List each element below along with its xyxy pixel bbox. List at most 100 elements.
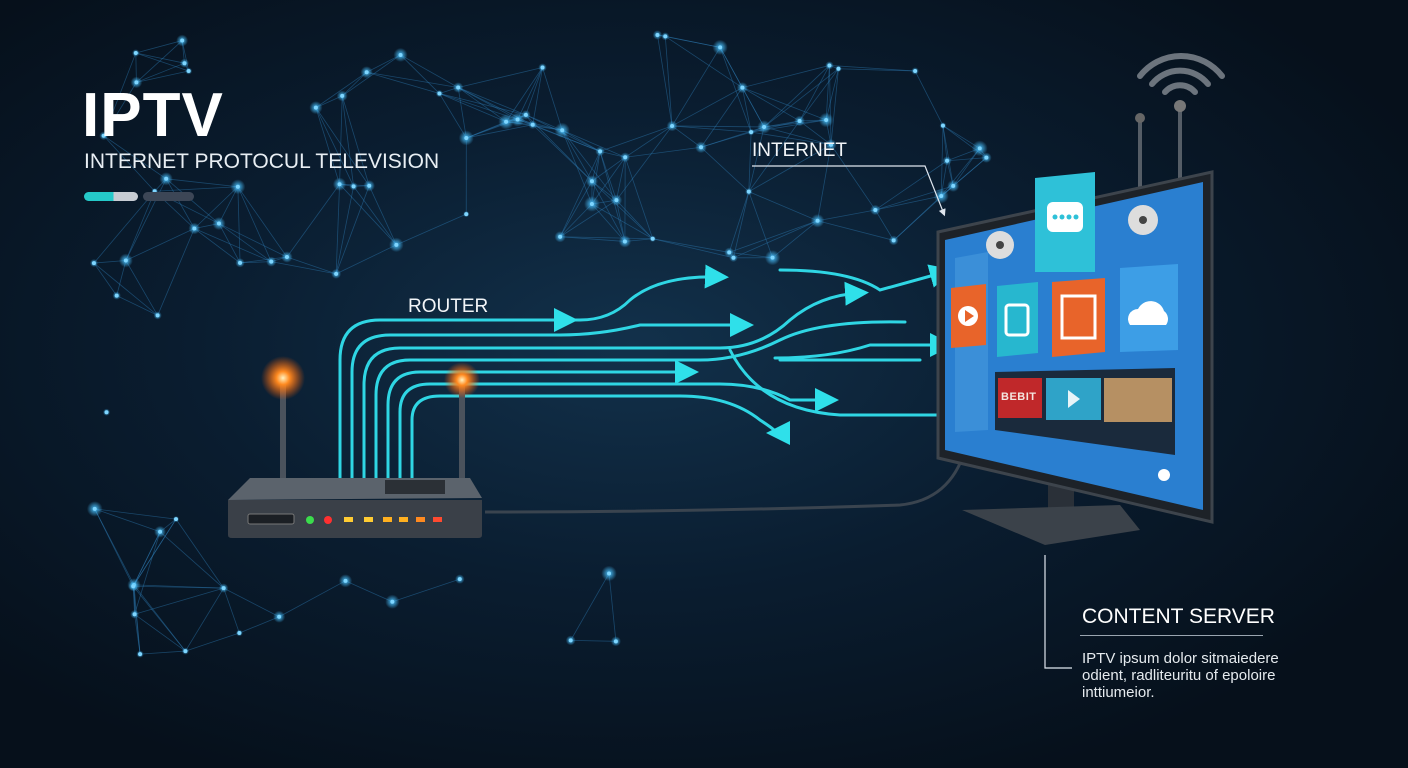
network-node-core bbox=[504, 119, 509, 124]
network-link bbox=[525, 67, 543, 116]
network-node-core bbox=[284, 255, 289, 260]
network-link bbox=[657, 34, 673, 127]
network-link bbox=[700, 146, 750, 192]
network-link bbox=[400, 54, 440, 94]
network-link bbox=[763, 65, 830, 128]
chat-icon bbox=[1047, 202, 1083, 232]
network-link bbox=[616, 200, 626, 242]
network-link bbox=[132, 586, 141, 655]
network-link bbox=[218, 223, 288, 258]
network-link bbox=[286, 183, 340, 258]
network-link bbox=[135, 40, 183, 54]
router-label: ROUTER bbox=[408, 296, 489, 317]
network-link bbox=[175, 518, 224, 589]
network-node-core bbox=[939, 194, 944, 199]
network-link bbox=[742, 87, 827, 121]
wifi-icon bbox=[1137, 52, 1225, 95]
network-link bbox=[947, 157, 987, 162]
network-node-core bbox=[540, 65, 545, 70]
network-node-core bbox=[718, 45, 723, 50]
network-node-core bbox=[101, 133, 106, 138]
network-link bbox=[218, 223, 241, 264]
video-thumbnail bbox=[998, 378, 1042, 418]
network-link bbox=[728, 191, 750, 253]
network-link bbox=[599, 151, 617, 201]
network-link bbox=[532, 124, 601, 152]
network-link bbox=[134, 613, 186, 652]
network-node-core bbox=[340, 93, 345, 98]
network-link bbox=[439, 93, 526, 116]
network-link bbox=[624, 157, 654, 239]
network-link bbox=[135, 52, 189, 72]
network-node-core bbox=[133, 51, 138, 56]
network-link bbox=[562, 129, 626, 158]
network-node-core bbox=[164, 176, 169, 181]
network-link bbox=[439, 93, 507, 123]
network-link bbox=[719, 47, 752, 133]
network-node-core bbox=[670, 123, 675, 128]
network-link bbox=[392, 578, 460, 603]
network-node-core bbox=[746, 189, 751, 194]
network-link bbox=[763, 126, 832, 146]
network-link bbox=[561, 130, 593, 205]
network-node-core bbox=[614, 198, 619, 203]
network-link bbox=[135, 52, 185, 64]
network-link bbox=[799, 120, 832, 146]
network-link bbox=[133, 518, 177, 586]
network-link bbox=[366, 71, 459, 88]
network-link bbox=[748, 191, 818, 222]
page-subtitle: INTERNET PROTOCUL TELEVISION bbox=[84, 150, 440, 173]
network-link bbox=[136, 70, 189, 83]
network-link bbox=[315, 71, 367, 108]
network-link bbox=[353, 186, 397, 246]
network-node-core bbox=[91, 261, 96, 266]
network-link bbox=[345, 580, 393, 603]
network-link bbox=[817, 220, 894, 241]
network-link bbox=[132, 586, 186, 652]
network-link bbox=[733, 191, 750, 258]
network-link bbox=[237, 186, 288, 258]
network-node-core bbox=[945, 158, 950, 163]
network-link bbox=[125, 228, 195, 261]
network-link bbox=[94, 508, 135, 586]
tv-antennas bbox=[1135, 52, 1225, 197]
network-node-core bbox=[114, 293, 119, 298]
router-antennas bbox=[261, 356, 480, 488]
network-node-core bbox=[313, 105, 318, 110]
data-flow-arrows bbox=[338, 264, 954, 492]
network-link bbox=[339, 183, 397, 246]
network-link bbox=[339, 95, 343, 185]
network-link bbox=[134, 614, 141, 655]
content-server-pointer bbox=[1044, 555, 1072, 669]
network-link bbox=[817, 144, 832, 221]
network-node-core bbox=[951, 183, 956, 188]
network-link bbox=[616, 157, 626, 201]
network-link bbox=[559, 199, 617, 238]
network-node-core bbox=[123, 258, 128, 263]
network-link bbox=[223, 588, 240, 634]
clapperboard-icon bbox=[1060, 294, 1097, 340]
network-node-core bbox=[174, 517, 179, 522]
network-link bbox=[315, 107, 340, 185]
network-link bbox=[517, 119, 563, 131]
network-node-core bbox=[398, 52, 403, 57]
network-node-core bbox=[731, 255, 736, 260]
network-link bbox=[140, 650, 186, 655]
network-link bbox=[560, 236, 653, 240]
network-link bbox=[335, 184, 340, 274]
network-node-core bbox=[180, 38, 185, 43]
network-link bbox=[942, 125, 948, 161]
network-link bbox=[748, 144, 832, 192]
network-node-core bbox=[132, 612, 137, 617]
network-node-core bbox=[598, 149, 603, 154]
network-link bbox=[218, 223, 272, 262]
network-node-core bbox=[235, 184, 240, 189]
network-link bbox=[942, 125, 954, 186]
network-link bbox=[134, 587, 224, 615]
network-mesh bbox=[86, 30, 992, 658]
network-link bbox=[560, 236, 625, 242]
network-link bbox=[591, 156, 626, 182]
network-link bbox=[616, 199, 654, 240]
